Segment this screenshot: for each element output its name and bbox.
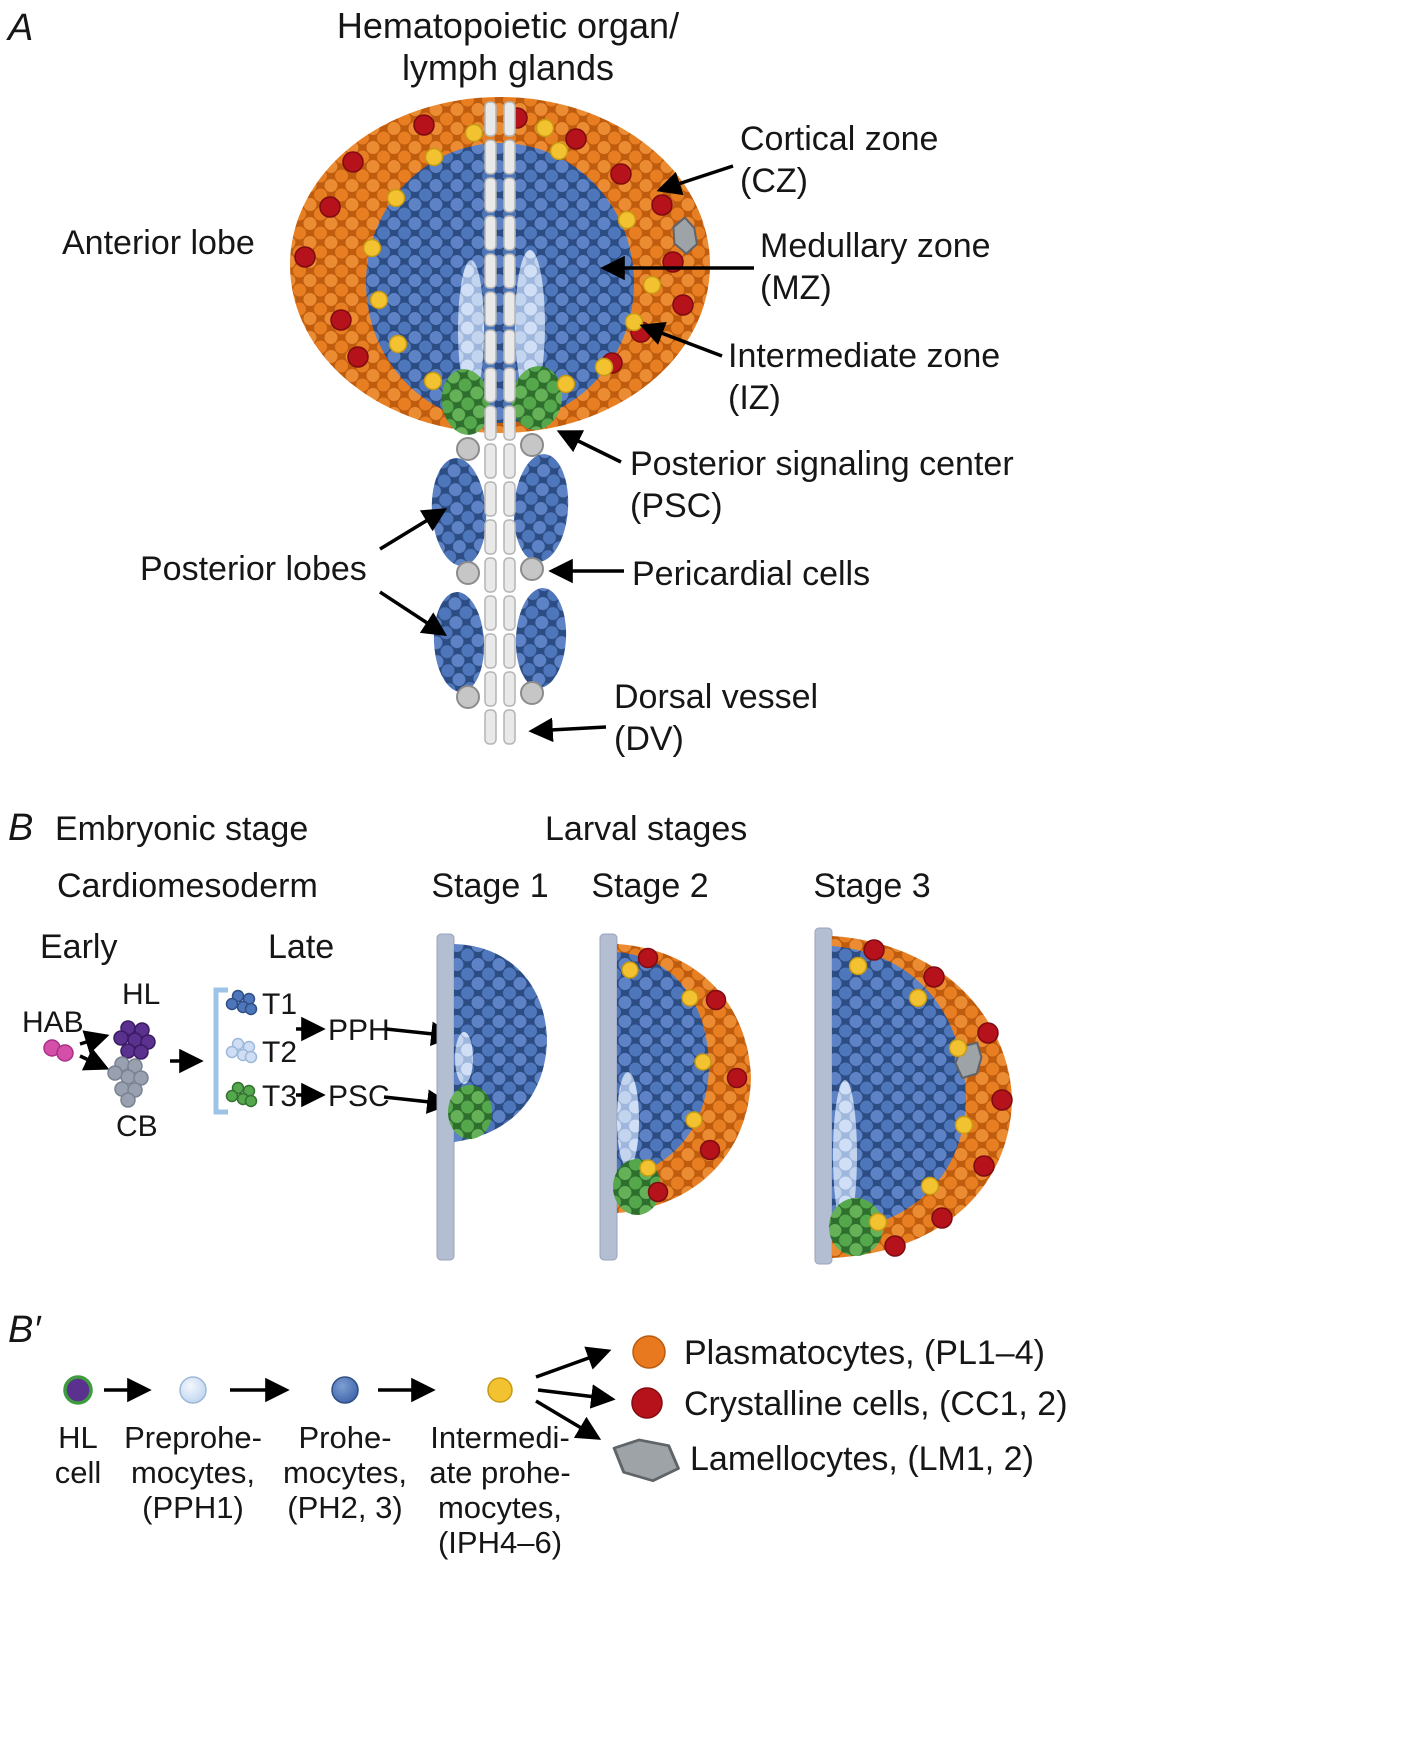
anterior-lobe	[290, 97, 710, 435]
dorsal-vessel-abbrev: (DV)	[614, 720, 684, 758]
cb-label: CB	[116, 1110, 158, 1143]
hab-cells	[43, 1039, 74, 1062]
cell-stage-names: HL cell Preprohe- mocytes, (PPH1) Prohe-…	[55, 1420, 571, 1560]
early-label: Early	[40, 928, 117, 966]
plasmatocytes-label: Plasmatocytes, (PL1–4)	[684, 1334, 1045, 1372]
hl-cell-name-line: HL	[58, 1420, 98, 1455]
embryonic-stage-heading: Embryonic stage	[55, 810, 308, 848]
hl-cell-circle	[63, 1375, 93, 1405]
preprohemocytes-name-line: (PPH1)	[142, 1490, 244, 1525]
preprohemocytes-name-line: Preprohe-	[124, 1420, 262, 1455]
stage-3-vessel	[814, 927, 833, 1265]
intermediate-name-line: Intermedi-	[430, 1420, 570, 1455]
posterior-lobes-label: Posterior lobes	[140, 550, 367, 588]
t1-label: T1	[262, 988, 297, 1021]
arrow-iph-to-crystalline	[537, 1384, 616, 1409]
stage-1-vessel	[436, 933, 455, 1261]
prohemocytes-name-line: (PH2, 3)	[287, 1490, 402, 1525]
posterior-lobes-region	[431, 454, 569, 692]
stage-2-vessel	[599, 933, 618, 1261]
intermediate-name-line: ate prohe-	[429, 1455, 570, 1490]
larval-stages-heading: Larval stages	[545, 810, 747, 848]
arrow-hab-to-cb	[79, 1048, 110, 1071]
hl-label: HL	[122, 978, 160, 1011]
cardiomesoderm-heading: Cardiomesoderm	[57, 867, 318, 905]
stage-1-heading: Stage 1	[431, 867, 548, 905]
arrow-hab-to-hl	[79, 1030, 110, 1054]
dorsal-vessel-region	[484, 100, 516, 746]
anterior-lobe-label: Anterior lobe	[62, 224, 255, 262]
t3-label: T3	[262, 1080, 297, 1113]
prohemocytes-name-line: Prohe-	[298, 1420, 391, 1455]
lamellocytes-label: Lamellocytes, (LM1, 2)	[690, 1440, 1034, 1478]
pericardial-cells-label: Pericardial cells	[632, 555, 870, 593]
t2-label: T2	[262, 1036, 297, 1069]
preprohemocyte-streaks	[458, 250, 545, 400]
psc-region	[441, 366, 563, 435]
intermediate-zone-label: Intermediate zone	[728, 337, 1000, 375]
intermediate-zone-abbrev: (IZ)	[728, 379, 781, 417]
arrow-posterior-lobe-lower	[379, 590, 448, 637]
hl-cell-name-line: cell	[55, 1455, 102, 1490]
intermediate-name-line: (IPH4–6)	[438, 1525, 562, 1560]
preprohemocytes-name-line: mocytes,	[131, 1455, 255, 1490]
arrow-cortical-zone	[656, 164, 734, 196]
stage-1-gland	[436, 933, 547, 1261]
arrow-iph-to-plasmatocytes	[535, 1346, 612, 1379]
panel-b: B Embryonic stage Larval stages Cardiome…	[8, 807, 1013, 1265]
plasmatocyte-circle	[632, 1335, 666, 1369]
pph-label: PPH	[328, 1014, 390, 1047]
preprohemocyte-circle	[179, 1376, 207, 1404]
prohemocytes-name-line: mocytes,	[283, 1455, 407, 1490]
psc-label: Posterior signaling center	[630, 445, 1014, 483]
crystalline-cell-circle	[631, 1387, 663, 1419]
pericardial-cells-region	[456, 433, 544, 709]
t-bracket	[213, 987, 228, 1115]
arrow-psc	[556, 430, 622, 464]
intermediate-cells	[362, 118, 662, 394]
dorsal-vessel-label: Dorsal vessel	[614, 678, 818, 716]
hl-cluster	[113, 1020, 156, 1060]
psc-abbrev: (PSC)	[630, 487, 723, 525]
stage-2-heading: Stage 2	[591, 867, 708, 905]
medullary-zone-region	[366, 143, 634, 423]
panel-a: A Hematopoietic organ/ lymph glands	[6, 5, 1014, 758]
t3-cluster	[225, 1081, 258, 1108]
arrow-posterior-lobe-upper	[379, 508, 448, 551]
panel-b-prime-label: B′	[8, 1309, 42, 1351]
cortical-zone-label: Cortical zone	[740, 120, 938, 158]
panel-a-label: A	[6, 7, 33, 49]
cortical-zone-abbrev: (CZ)	[740, 162, 808, 200]
intermediate-prohemocyte-circle	[487, 1377, 513, 1403]
stage-3-heading: Stage 3	[813, 867, 930, 905]
figure-title-line-2: lymph glands	[402, 47, 614, 88]
arrow-dorsal-vessel	[528, 717, 607, 743]
arrow-intermediate-zone	[639, 321, 723, 358]
hab-label: HAB	[22, 1006, 84, 1039]
prohemocyte-circle	[331, 1376, 359, 1404]
panel-b-label: B	[8, 807, 33, 849]
cb-cluster	[107, 1056, 149, 1108]
intermediate-name-line: mocytes,	[438, 1490, 562, 1525]
t2-cluster	[225, 1037, 258, 1064]
panel-b-prime: B′ Plasmatocytes, (PL1–4) Crystalline ce…	[8, 1309, 1068, 1560]
stage-2-gland	[599, 933, 751, 1261]
late-label: Late	[268, 928, 334, 966]
figure-title-line-1: Hematopoietic organ/	[337, 5, 679, 46]
medullary-zone-abbrev: (MZ)	[760, 269, 832, 307]
lamellocyte-shape	[609, 1435, 683, 1485]
arrow-iph-to-lamellocytes	[535, 1399, 602, 1440]
stage-3-gland	[814, 927, 1013, 1265]
psc-b-label: PSC	[328, 1080, 390, 1113]
t1-cluster	[225, 989, 258, 1016]
medullary-zone-label: Medullary zone	[760, 227, 991, 265]
crystalline-cells-label: Crystalline cells, (CC1, 2)	[684, 1385, 1068, 1423]
